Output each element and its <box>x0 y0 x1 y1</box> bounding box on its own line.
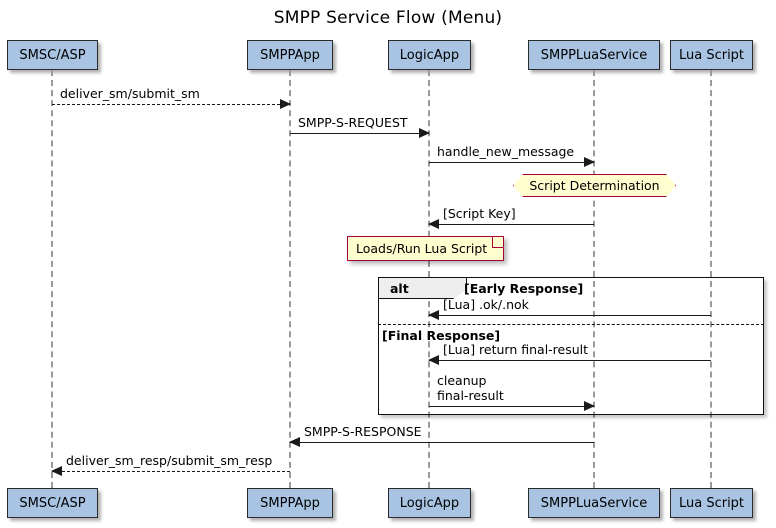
note-fold-corner-icon <box>492 236 504 248</box>
message-label: deliver_sm/submit_sm <box>60 86 200 101</box>
note-label: Script Determination <box>529 178 660 193</box>
note-folded-1: Loads/Run Lua Script <box>347 236 504 261</box>
participant-label: SMPPLuaService <box>540 47 648 63</box>
participant-lua-top[interactable]: SMPPLuaService <box>528 40 660 70</box>
participant-logic-top[interactable]: LogicApp <box>388 40 471 70</box>
lifeline-scr <box>710 70 712 488</box>
participant-label: Lua Script <box>678 495 745 511</box>
participant-lua-bottom[interactable]: SMPPLuaService <box>528 488 660 518</box>
fragment-guard-1: [Final Response] <box>382 328 501 343</box>
participant-label: LogicApp <box>399 47 460 63</box>
fragment-operator-label: alt <box>379 278 467 299</box>
message-label: SMPP-S-RESPONSE <box>304 424 422 439</box>
arrow-head-icon <box>584 401 595 411</box>
message-line <box>429 315 711 316</box>
message-line <box>429 162 594 163</box>
arrow-head-icon <box>51 466 62 476</box>
participant-label: LogicApp <box>399 495 460 511</box>
message-label: [Lua] .ok/.nok <box>443 297 529 312</box>
message-label: handle_new_message <box>437 144 575 159</box>
message-line <box>429 360 711 361</box>
note-label: Loads/Run Lua Script <box>356 241 488 256</box>
message-line <box>290 442 594 443</box>
note-hexagon-0: Script Determination <box>513 174 676 197</box>
arrow-head-icon <box>428 219 439 229</box>
message-line <box>290 133 429 134</box>
arrow-head-icon <box>289 437 300 447</box>
lifeline-lua <box>593 70 595 488</box>
message-line <box>429 406 594 407</box>
message-label: [Script Key] <box>443 206 516 221</box>
lifeline-smsc <box>51 70 53 488</box>
participant-label: SMPPApp <box>260 47 320 63</box>
participant-smsc-bottom[interactable]: SMSC/ASP <box>7 488 98 518</box>
message-line <box>429 224 594 225</box>
arrow-head-icon <box>428 355 439 365</box>
participant-label: SMPPLuaService <box>540 495 648 511</box>
participant-label: SMPPApp <box>260 495 320 511</box>
participant-app-bottom[interactable]: SMPPApp <box>247 488 333 518</box>
message-label: [Lua] return final-result <box>443 342 589 357</box>
arrow-head-icon <box>419 128 430 138</box>
participant-scr-top[interactable]: Lua Script <box>670 40 753 70</box>
participant-label: Lua Script <box>678 47 745 63</box>
participant-logic-bottom[interactable]: LogicApp <box>388 488 471 518</box>
message-line <box>52 104 290 105</box>
participant-app-top[interactable]: SMPPApp <box>247 40 333 70</box>
arrow-head-icon <box>280 99 291 109</box>
arrow-head-icon <box>428 310 439 320</box>
page-title: SMPP Service Flow (Menu) <box>273 8 503 28</box>
fragment-branch-divider <box>378 324 764 325</box>
arrow-head-icon <box>584 157 595 167</box>
message-line <box>52 471 290 472</box>
participant-scr-bottom[interactable]: Lua Script <box>670 488 753 518</box>
participant-label: SMSC/ASP <box>19 47 86 63</box>
fragment-guard-0: [Early Response] <box>464 281 584 296</box>
message-label: deliver_sm_resp/submit_sm_resp <box>66 453 273 468</box>
fragment-alt: alt <box>378 277 764 415</box>
participant-label: SMSC/ASP <box>19 495 86 511</box>
message-label: cleanup final-result <box>437 373 504 403</box>
participant-smsc-top[interactable]: SMSC/ASP <box>7 40 98 70</box>
lifeline-app <box>289 70 291 488</box>
message-label: SMPP-S-REQUEST <box>298 115 408 130</box>
